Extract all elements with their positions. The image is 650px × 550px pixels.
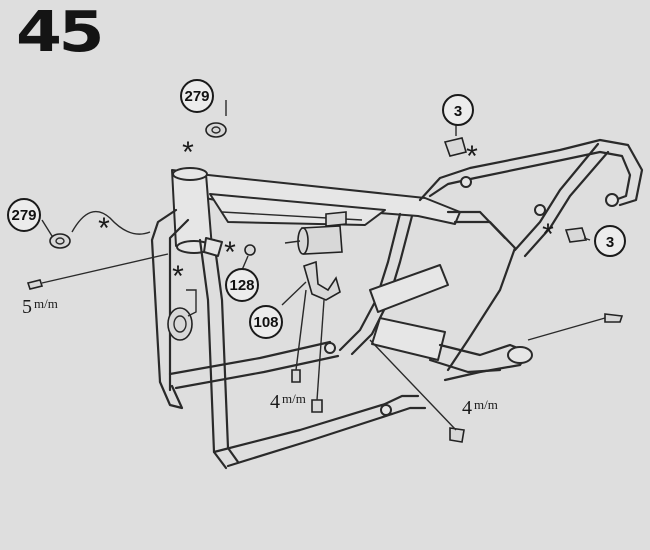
- leader-lines: [41, 100, 591, 306]
- svg-text:128: 128: [229, 277, 254, 294]
- glue-markers: * * * * * *: [98, 136, 554, 293]
- callout-3-right: 3: [594, 225, 626, 257]
- svg-text:3: 3: [606, 234, 614, 251]
- svg-text:4: 4: [270, 391, 280, 413]
- leader-line: [71, 210, 151, 235]
- coil-assembly: [284, 211, 347, 255]
- bolts: [26, 253, 624, 443]
- dimension-4mm-right: 4 m/m: [462, 397, 498, 419]
- callout-128: 128: [225, 268, 259, 302]
- dimension-4mm-center: 4 m/m: [270, 391, 306, 413]
- svg-text:m/m: m/m: [282, 391, 306, 406]
- glue-marker: *: [224, 236, 236, 269]
- svg-text:279: 279: [184, 88, 209, 105]
- svg-text:5: 5: [22, 296, 32, 318]
- horn-part: [167, 289, 197, 341]
- callout-279-top: 279: [180, 79, 214, 113]
- svg-text:279: 279: [11, 207, 36, 224]
- motorcycle-frame: [150, 138, 644, 470]
- glue-marker: *: [466, 140, 478, 173]
- callout-279-left: 279: [7, 198, 41, 232]
- svg-text:4: 4: [462, 397, 472, 419]
- glue-marker: *: [98, 212, 110, 245]
- dimension-5mm: 5 m/m: [22, 296, 58, 318]
- svg-text:m/m: m/m: [34, 296, 58, 311]
- glue-marker: *: [542, 218, 554, 251]
- svg-text:m/m: m/m: [474, 397, 498, 412]
- clamp-108-part: [303, 260, 341, 301]
- callout-108: 108: [249, 305, 283, 339]
- svg-text:3: 3: [454, 103, 462, 120]
- svg-text:108: 108: [253, 314, 278, 331]
- glue-marker: *: [172, 260, 184, 293]
- callout-3-top: 3: [442, 94, 474, 126]
- step-number: 45: [16, 0, 104, 65]
- washers: [49, 122, 588, 256]
- glue-marker: *: [182, 136, 194, 169]
